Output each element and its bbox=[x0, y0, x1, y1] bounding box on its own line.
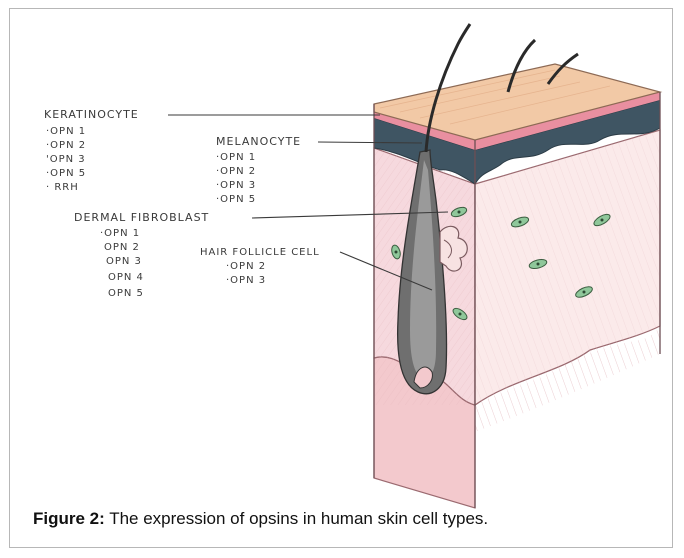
keratinocyte-label-group: KERATINOCYTE ·OPN 1 ·OPN 2 'OPN 3 ·OPN 5… bbox=[44, 108, 139, 193]
keratinocyte-title: KERATINOCYTE bbox=[44, 108, 139, 121]
dermal-fibroblast-label-group: DERMAL FIBROBLAST ·OPN 1 OPN 2 OPN 3 OPN… bbox=[74, 211, 209, 299]
hair-follicle-title: HAIR FOLLICLE CELL bbox=[200, 247, 320, 258]
melanocyte-item: ·OPN 3 bbox=[216, 180, 256, 191]
dermal-fibroblast-item: ·OPN 1 bbox=[100, 228, 140, 239]
keratinocyte-item: ·OPN 1 bbox=[46, 126, 86, 137]
dermal-fibroblast-item: OPN 3 bbox=[106, 256, 142, 267]
melanocyte-item: ·OPN 1 bbox=[216, 152, 256, 163]
dermal-fibroblast-item: OPN 2 bbox=[104, 242, 140, 253]
melanocyte-title: MELANOCYTE bbox=[216, 135, 301, 148]
hair-follicle-item: ·OPN 3 bbox=[226, 275, 266, 286]
keratinocyte-item: · RRH bbox=[46, 182, 79, 193]
melanocyte-item: ·OPN 5 bbox=[216, 194, 256, 205]
keratinocyte-item: ·OPN 5 bbox=[46, 168, 86, 179]
dermal-fibroblast-item: OPN 4 bbox=[108, 272, 144, 283]
hair-follicle-label-group: HAIR FOLLICLE CELL ·OPN 2 ·OPN 3 bbox=[200, 247, 320, 286]
keratinocyte-item: ·OPN 2 bbox=[46, 140, 86, 151]
melanocyte-label-group: MELANOCYTE ·OPN 1 ·OPN 2 ·OPN 3 ·OPN 5 bbox=[216, 135, 301, 205]
hair-follicle-item: ·OPN 2 bbox=[226, 261, 266, 272]
melanocyte-item: ·OPN 2 bbox=[216, 166, 256, 177]
dermal-fibroblast-item: OPN 5 bbox=[108, 288, 144, 299]
keratinocyte-item: 'OPN 3 bbox=[46, 154, 86, 165]
dermal-fibroblast-title: DERMAL FIBROBLAST bbox=[74, 211, 209, 224]
figure-caption-text: The expression of opsins in human skin c… bbox=[105, 509, 488, 528]
figure-caption-label: Figure 2: bbox=[33, 509, 105, 528]
figure-caption: Figure 2: The expression of opsins in hu… bbox=[33, 509, 488, 529]
